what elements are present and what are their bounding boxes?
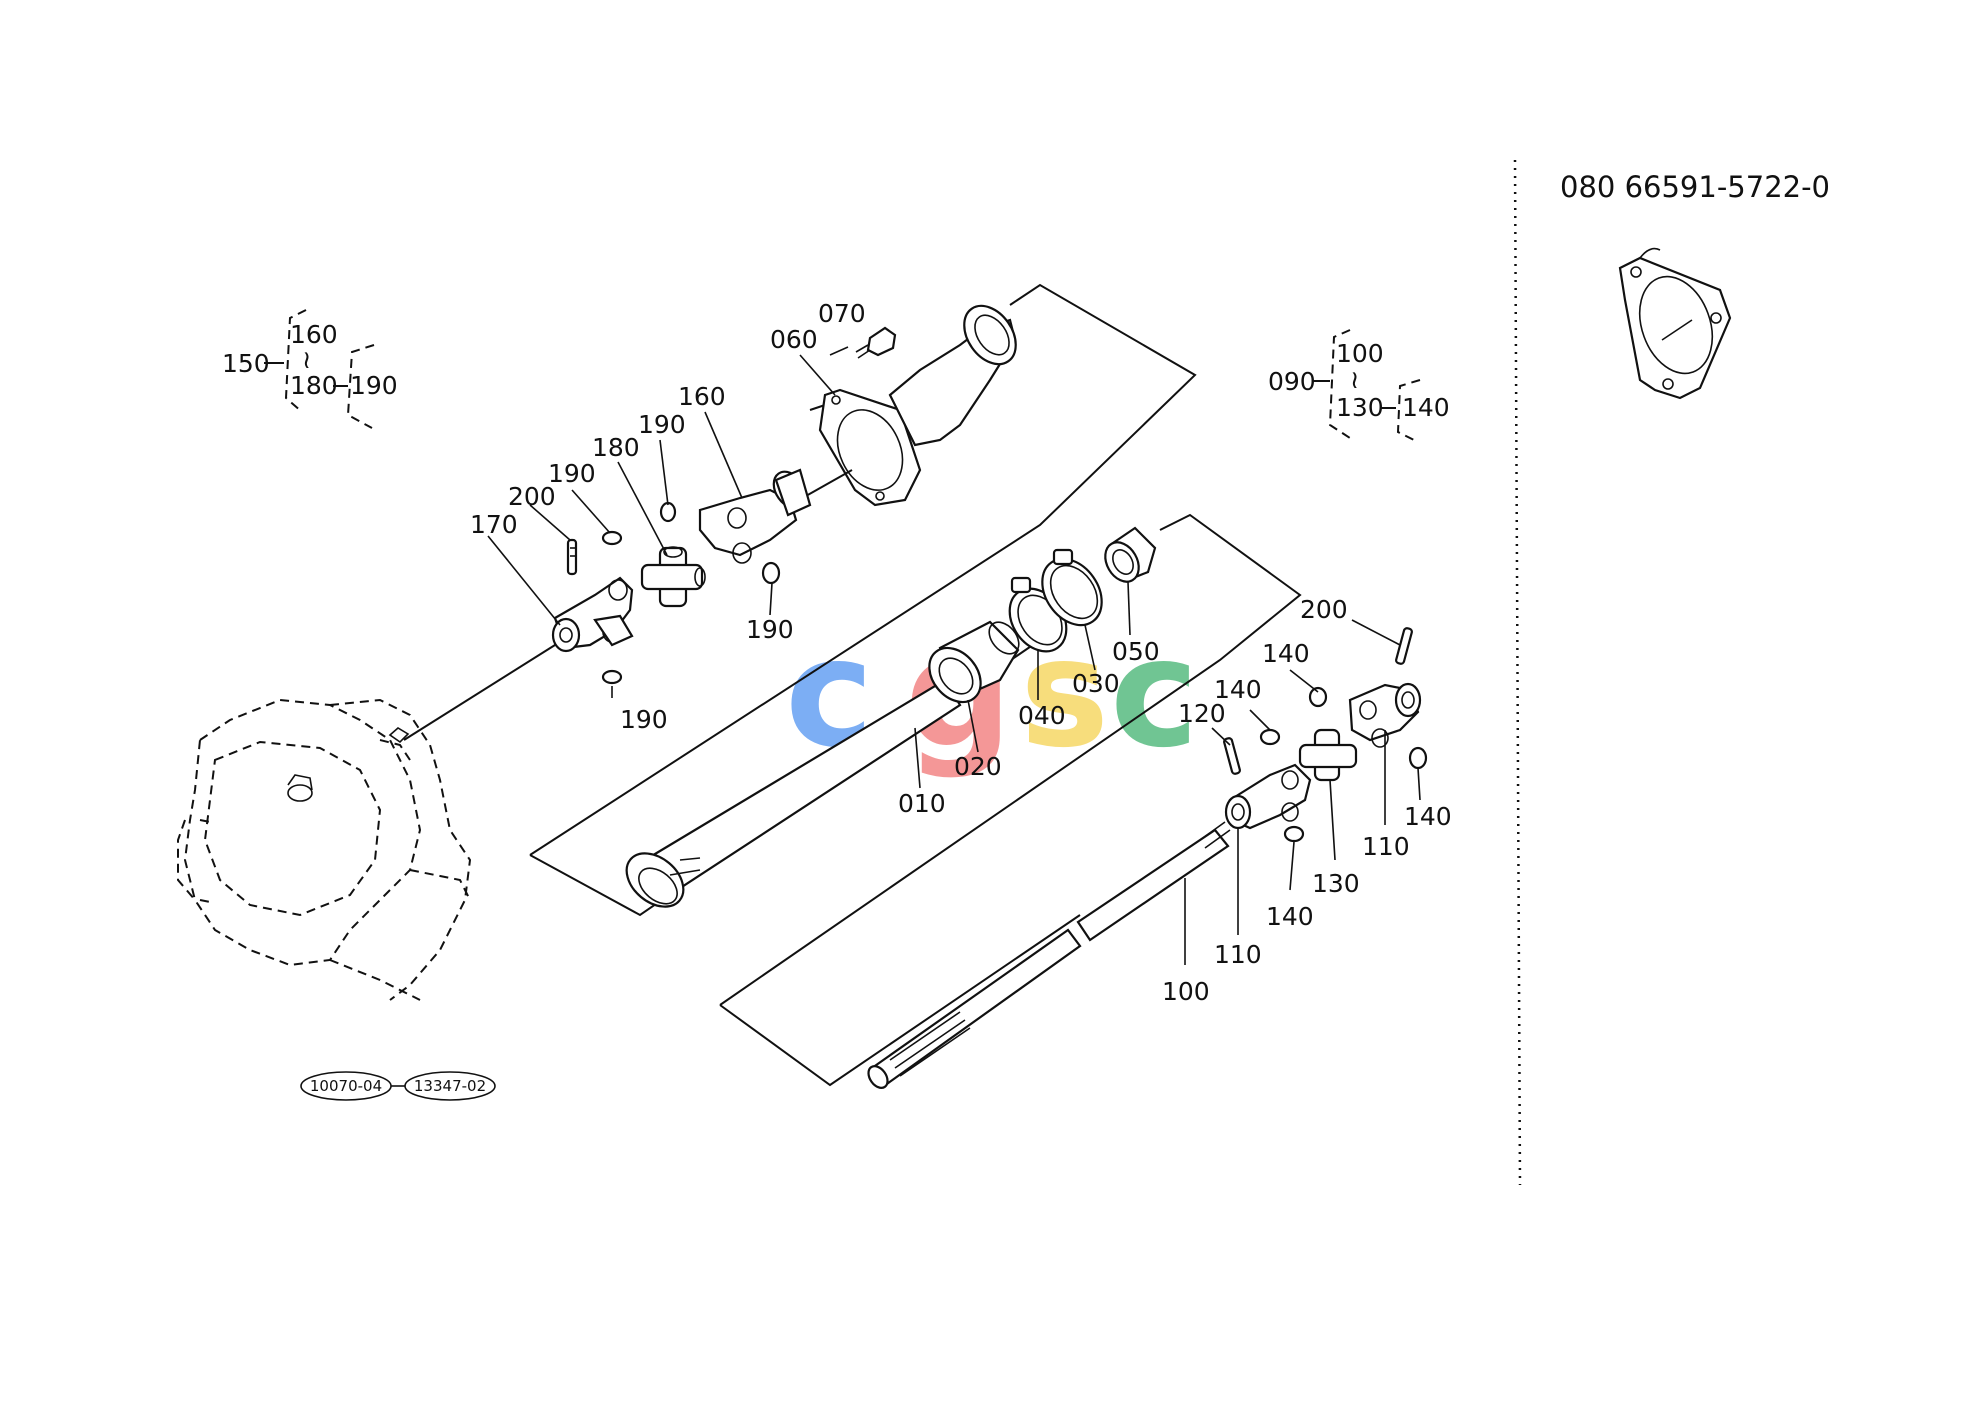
- bushing-050-drawing: [1104, 526, 1157, 583]
- gasket-080-drawing: [1618, 247, 1732, 400]
- label-130: 130: [1312, 869, 1360, 898]
- cross-spider-180-drawing: [640, 546, 706, 608]
- part-number-label: 080 66591-5722-0: [1560, 170, 1830, 204]
- label-190-mid: 190: [548, 459, 596, 488]
- label-160: 160: [678, 382, 726, 411]
- watermark-letter-4: c: [1110, 607, 1199, 781]
- group-090-child: 140: [1402, 393, 1450, 422]
- label-140-left: 140: [1214, 675, 1262, 704]
- label-120: 120: [1178, 699, 1226, 728]
- group-150-sep: ≀: [302, 345, 311, 374]
- label-020: 020: [954, 752, 1002, 781]
- group-090-start: 100: [1336, 339, 1384, 368]
- group-150-bracket: 150 160 ≀ 180 190: [222, 309, 398, 429]
- ref-code-left: 10070-04: [310, 1077, 382, 1095]
- label-140-bottom: 140: [1266, 902, 1314, 931]
- label-190-top: 190: [638, 410, 686, 439]
- shaft-cover-010-drawing: [625, 678, 962, 908]
- group-090-end: 130: [1336, 393, 1384, 422]
- group-150-start: 160: [290, 320, 338, 349]
- sleeve-020-drawing: [928, 620, 1020, 704]
- group-150-end: 180: [290, 371, 338, 400]
- label-190-bottom: 190: [620, 705, 668, 734]
- group-090-parent: 090: [1268, 367, 1316, 396]
- yoke-170-drawing: [551, 576, 634, 653]
- label-200-lower: 200: [1300, 595, 1348, 624]
- label-140-right: 140: [1404, 802, 1452, 831]
- label-190-right: 190: [746, 615, 794, 644]
- clamp-030-drawing: [1041, 548, 1103, 627]
- axis-line-main: [403, 644, 556, 741]
- bolt-070-drawing: [855, 326, 897, 359]
- label-170: 170: [470, 510, 518, 539]
- label-060: 060: [770, 325, 818, 354]
- lower-frame-outline: [719, 513, 1302, 1087]
- label-200-upper: 200: [508, 482, 556, 511]
- yoke-160-drawing: [698, 468, 812, 564]
- flange-housing-060-drawing: [818, 304, 1017, 507]
- label-010: 010: [898, 789, 946, 818]
- label-050: 050: [1112, 637, 1160, 666]
- pin-200-lower-drawing: [1395, 627, 1413, 665]
- label-110-lower: 110: [1214, 940, 1262, 969]
- label-030: 030: [1072, 669, 1120, 698]
- label-100: 100: [1162, 977, 1210, 1006]
- label-070: 070: [818, 299, 866, 328]
- reference-codes: 10070-04 13347-02: [300, 1071, 496, 1101]
- leader-lines: [487, 346, 1421, 965]
- group-090-bracket: 090 100 ≀ 130 140: [1268, 329, 1450, 443]
- group-150-child: 190: [350, 371, 398, 400]
- snap-rings-190-drawing: [601, 501, 781, 685]
- column-separator: [1513, 159, 1522, 1186]
- yoke-110-upper-drawing: [1348, 682, 1422, 748]
- snap-rings-140-drawing: [1259, 686, 1428, 843]
- yoke-110-lower-drawing: [1224, 763, 1312, 830]
- shaft-100-drawing: [867, 821, 1231, 1089]
- pin-120-drawing: [1223, 737, 1241, 775]
- transmission-housing-drawing: [177, 698, 472, 1001]
- cross-spider-130-drawing: [1298, 728, 1358, 782]
- ref-code-right: 13347-02: [414, 1077, 486, 1095]
- group-090-sep: ≀: [1350, 365, 1359, 394]
- label-180: 180: [592, 433, 640, 462]
- group-150-parent: 150: [222, 349, 270, 378]
- pin-200-upper-drawing: [566, 538, 578, 576]
- label-110-upper: 110: [1362, 832, 1410, 861]
- part-labels: 070 060 160 190 180 190 200 170 190 190 …: [470, 299, 1452, 1006]
- label-040: 040: [1018, 701, 1066, 730]
- ref-oval-right: [404, 1071, 496, 1101]
- label-140-top: 140: [1262, 639, 1310, 668]
